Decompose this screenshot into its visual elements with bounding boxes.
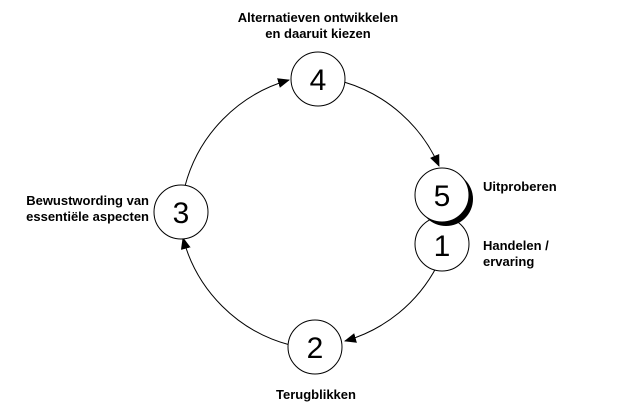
arrow-3-to-4: [184, 78, 290, 187]
label-step-1-line-2: ervaring: [483, 254, 535, 269]
label-step-5-line-1: Uitproberen: [483, 179, 557, 194]
arrow-1-to-2: [344, 265, 438, 343]
node-step-4: 4: [290, 51, 346, 107]
label-step-3: Bewustwording van essentiële aspecten: [4, 193, 149, 225]
arrow-2-to-3: [180, 237, 291, 346]
node-number-2: 2: [307, 332, 324, 365]
label-step-4-line-2: en daaruit kiezen: [265, 26, 371, 41]
label-step-2: Terugblikken: [216, 387, 416, 403]
arrow-4-to-5: [343, 81, 440, 167]
node-number-3: 3: [173, 197, 190, 230]
label-step-4-line-1: Alternatieven ontwikkelen: [237, 10, 399, 25]
node-number-5: 5: [434, 180, 451, 213]
label-step-1-line-1: Handelen /: [483, 238, 549, 253]
node-number-1: 1: [434, 230, 451, 263]
label-step-1: Handelen / ervaring: [483, 238, 549, 270]
node-number-4: 4: [310, 64, 327, 97]
label-step-3-line-1: Bewustwording van: [26, 193, 149, 208]
label-step-3-line-2: essentiële aspecten: [26, 209, 149, 224]
node-step-5: 5: [414, 167, 473, 226]
node-step-3: 3: [153, 184, 209, 240]
label-step-5: Uitproberen: [483, 179, 557, 195]
label-step-4: Alternatieven ontwikkelen en daaruit kie…: [190, 10, 446, 42]
node-step-2: 2: [287, 319, 343, 375]
node-step-1: 1: [414, 216, 470, 272]
label-step-2-line-1: Terugblikken: [276, 387, 356, 402]
